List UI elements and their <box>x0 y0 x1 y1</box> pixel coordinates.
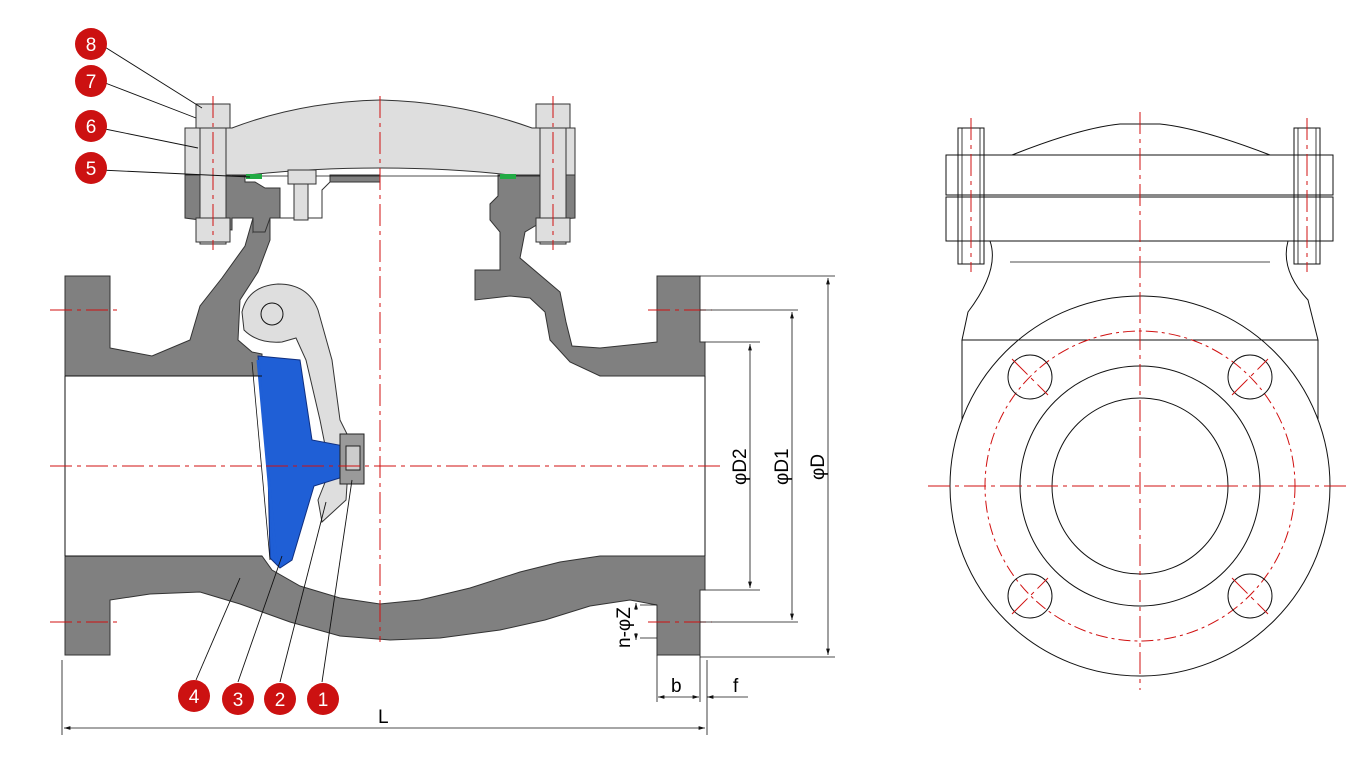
left-flange-bottom <box>64 555 706 656</box>
hinge-pin <box>260 302 284 326</box>
svg-text:6: 6 <box>86 117 97 138</box>
balloons: 8 7 6 5 4 3 2 1 <box>75 28 353 715</box>
svg-text:2: 2 <box>275 690 286 711</box>
balloon-2: 2 <box>264 683 296 715</box>
dim-D2-label: φD2 <box>730 448 751 485</box>
balloon-7: 7 <box>75 65 107 97</box>
balloon-4: 4 <box>178 680 210 712</box>
dimensions: L b f φD2 φD1 φD n-φZ <box>61 275 835 735</box>
section-view <box>50 96 720 656</box>
balloon-1: 1 <box>307 683 339 715</box>
dim-nZ-label: n-φZ <box>614 607 635 648</box>
end-neck <box>961 240 1319 341</box>
seat-ring <box>256 359 278 561</box>
right-flange <box>474 174 706 377</box>
balloon-5: 5 <box>75 152 107 184</box>
dim-b-label: b <box>671 676 682 697</box>
dim-D1-label: φD1 <box>772 448 793 485</box>
end-view <box>928 112 1350 690</box>
end-bolt-hole-br <box>1227 573 1273 619</box>
end-bolt-hole-tr <box>1227 354 1273 400</box>
end-bolt-hole-tl <box>1007 354 1053 400</box>
svg-text:3: 3 <box>233 690 244 711</box>
dim-D-label: φD <box>808 454 829 480</box>
balloon-8: 8 <box>75 28 107 60</box>
svg-text:8: 8 <box>86 35 97 56</box>
hinge-bolt-head <box>287 169 317 185</box>
svg-text:7: 7 <box>86 72 97 93</box>
balloon-6: 6 <box>75 110 107 142</box>
hinge-bolt <box>293 183 309 221</box>
balloon-3: 3 <box>222 683 254 715</box>
seat-line <box>251 361 271 561</box>
gasket-right <box>500 174 516 179</box>
swing-arm <box>241 283 351 523</box>
end-bolt-hole-bl <box>1007 573 1053 619</box>
svg-text:1: 1 <box>318 690 329 711</box>
end-cover-dome <box>1011 123 1271 156</box>
disc-nut-face <box>345 445 361 471</box>
dim-L-label: L <box>378 707 389 728</box>
dim-f-label: f <box>733 676 739 697</box>
svg-text:4: 4 <box>189 687 200 708</box>
gasket-left <box>246 174 262 179</box>
body-top-flange <box>184 174 381 233</box>
svg-text:5: 5 <box>86 159 97 180</box>
nut-left-bottom <box>195 217 231 243</box>
left-flange <box>64 208 271 377</box>
